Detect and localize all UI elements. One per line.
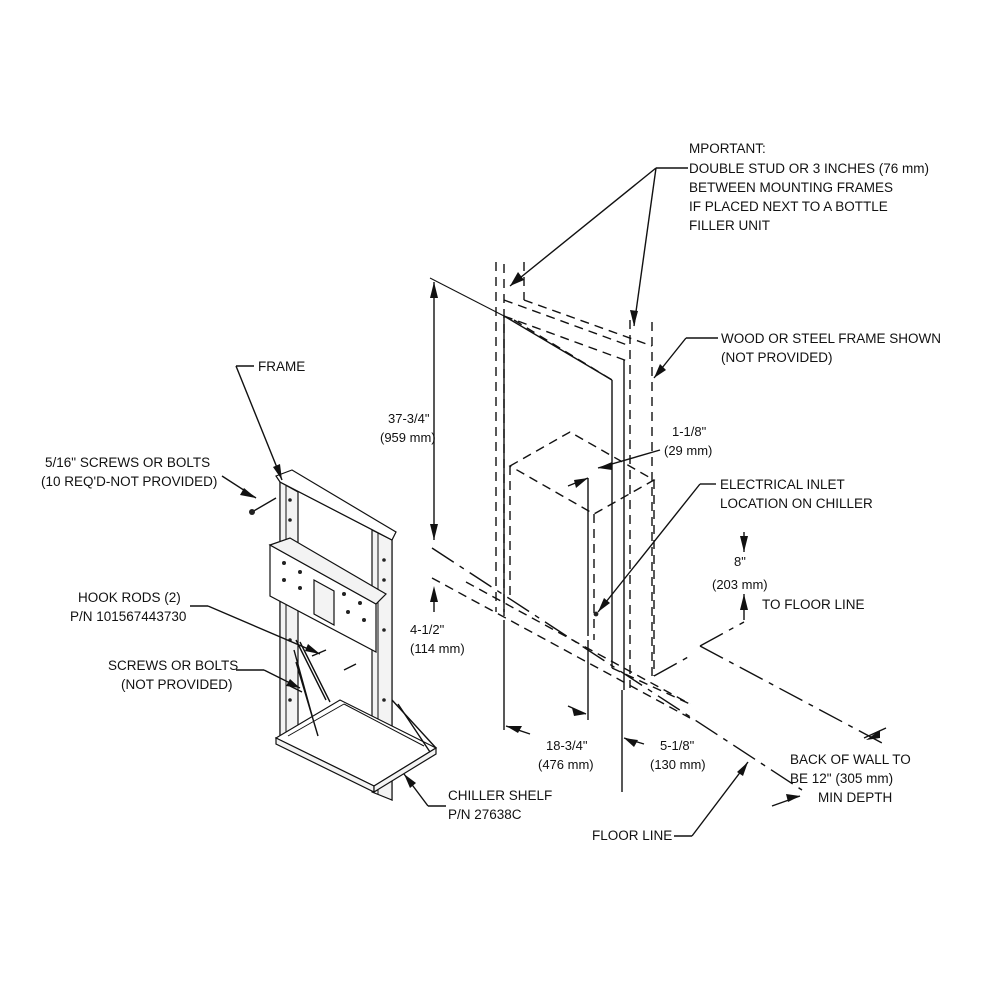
electrical-line-2: LOCATION ON CHILLER — [720, 496, 873, 511]
label-frame: FRAME — [258, 359, 305, 374]
label-floor-line: FLOOR LINE — [592, 828, 672, 843]
label-hook-rods: HOOK RODS (2) P/N 101567443730 — [70, 590, 186, 624]
screws-516-line-1: 5/16" SCREWS OR BOLTS — [45, 455, 210, 470]
label-to-floor-line: TO FLOOR LINE — [762, 597, 865, 612]
back-wall-line-2: BE 12" (305 mm) — [790, 771, 893, 786]
chiller-shelf-line-2: P/N 27638C — [448, 807, 522, 822]
label-wood-frame: WOOD OR STEEL FRAME SHOWN (NOT PROVIDED) — [721, 331, 941, 365]
screws-line-2: (NOT PROVIDED) — [121, 677, 233, 692]
dim-offset-metric: (29 mm) — [664, 443, 712, 458]
wood-frame-line-2: (NOT PROVIDED) — [721, 350, 833, 365]
dim-bottom-imperial: 4-1/2" — [410, 622, 445, 637]
chiller-shelf-line-1: CHILLER SHELF — [448, 788, 552, 803]
label-back-of-wall: BACK OF WALL TO BE 12" (305 mm) MIN DEPT… — [790, 752, 911, 805]
important-line-2: DOUBLE STUD OR 3 INCHES (76 mm) — [689, 161, 929, 176]
wood-frame-line-1: WOOD OR STEEL FRAME SHOWN — [721, 331, 941, 346]
dim-bottom-metric: (114 mm) — [410, 641, 465, 656]
important-line-5: FILLER UNIT — [689, 218, 770, 233]
wall-frame-drawing — [431, 262, 885, 791]
label-screws: SCREWS OR BOLTS (NOT PROVIDED) — [108, 658, 238, 692]
screws-516-line-2: (10 REQ'D-NOT PROVIDED) — [41, 474, 217, 489]
back-wall-line-1: BACK OF WALL TO — [790, 752, 911, 767]
dim-offset: 1-1/8" (29 mm) — [664, 424, 712, 458]
leader-lines — [190, 167, 887, 837]
label-screws-516: 5/16" SCREWS OR BOLTS (10 REQ'D-NOT PROV… — [41, 455, 217, 489]
dim-width: 18-3/4" (476 mm) — [538, 738, 594, 772]
important-line-1: MPORTANT: — [689, 141, 766, 156]
screws-line-1: SCREWS OR BOLTS — [108, 658, 238, 673]
label-chiller-shelf: CHILLER SHELF P/N 27638C — [448, 788, 552, 822]
dim-depth-metric: (130 mm) — [650, 757, 706, 772]
dim-height-imperial: 37-3/4" — [388, 411, 430, 426]
dim-offset-imperial: 1-1/8" — [672, 424, 707, 439]
dimension-lines — [429, 277, 748, 792]
dim-bottom: 4-1/2" (114 mm) — [410, 622, 465, 656]
dim-height: 37-3/4" (959 mm) — [380, 411, 436, 445]
dim-depth-imperial: 5-1/8" — [660, 738, 695, 753]
back-wall-line-3: MIN DEPTH — [818, 790, 892, 805]
important-line-4: IF PLACED NEXT TO A BOTTLE — [689, 199, 888, 214]
electrical-line-1: ELECTRICAL INLET — [720, 477, 845, 492]
label-electrical-inlet: ELECTRICAL INLET LOCATION ON CHILLER — [720, 477, 873, 511]
label-important-note: MPORTANT: DOUBLE STUD OR 3 INCHES (76 mm… — [689, 141, 929, 233]
dim-inlet: 8" (203 mm) — [712, 554, 768, 592]
dim-inlet-imperial: 8" — [734, 554, 746, 569]
dim-inlet-metric: (203 mm) — [712, 577, 768, 592]
dim-height-metric: (959 mm) — [380, 430, 436, 445]
hook-rods-line-2: P/N 101567443730 — [70, 609, 186, 624]
hook-rods-line-1: HOOK RODS (2) — [78, 590, 181, 605]
mounting-frame-drawing — [249, 469, 438, 802]
important-line-3: BETWEEN MOUNTING FRAMES — [689, 180, 893, 195]
dim-depth: 5-1/8" (130 mm) — [650, 738, 706, 772]
dim-width-imperial: 18-3/4" — [546, 738, 588, 753]
dim-width-metric: (476 mm) — [538, 757, 594, 772]
